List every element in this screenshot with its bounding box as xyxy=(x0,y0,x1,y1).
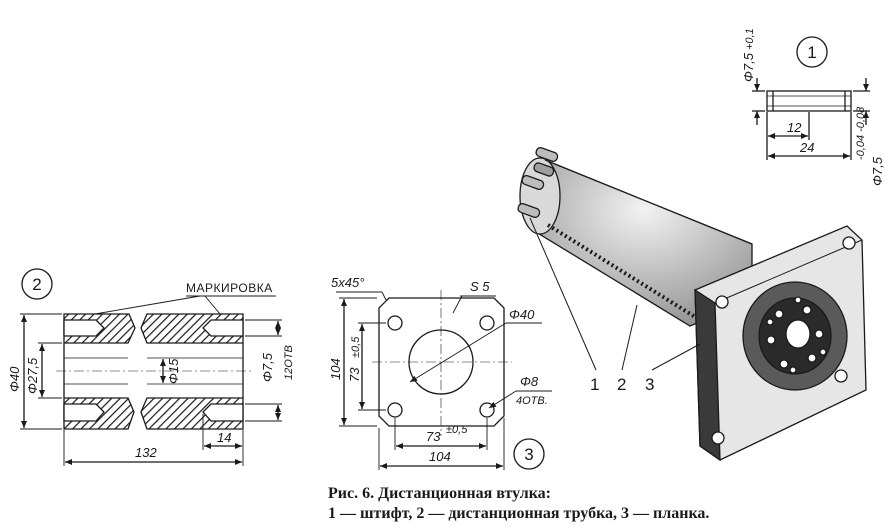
plate-corner-hole-bl xyxy=(387,402,403,418)
pin-diameter-top-label: Φ7,5 xyxy=(741,52,756,82)
part-1-pin-view: 1 xyxy=(752,36,870,160)
plate-side-horizontal-label: 104 xyxy=(429,449,451,464)
caption-line-1: Рис. 6. Дистанционная втулка: xyxy=(328,485,551,502)
pin-body xyxy=(766,90,852,112)
tube-diameter-27-label: Φ27,5 xyxy=(25,357,40,394)
pin-length-short-label: 12 xyxy=(787,120,802,135)
hole-depth-14-label: 14 xyxy=(217,430,231,445)
plate-pitch-vertical-tolerance: ±0,5 xyxy=(350,336,362,358)
plate-pitch-vertical-label: 73 xyxy=(347,367,362,382)
plate-side-vertical-label: 104 xyxy=(328,358,343,380)
plate-thickness-label: S 5 xyxy=(470,279,490,294)
hole-diameter-7-5-label: Φ7,5 xyxy=(260,352,275,382)
part-3-plate-view xyxy=(336,290,552,470)
plate-corner-hole-br xyxy=(479,402,495,418)
pin-diameter-right-tolerance: -0,04 -0,08 xyxy=(855,106,867,160)
caption-line-2: 1 — штифт, 2 — дистанционная трубка, 3 —… xyxy=(328,505,710,522)
pin-length-total-label: 24 xyxy=(799,140,814,155)
tube-diameter-15-label: Φ15 xyxy=(166,358,181,384)
part-3-number-circle xyxy=(513,438,545,470)
marking-label: МАРКИРОВКА xyxy=(186,281,273,295)
pin-diameter-top-tolerance: +0,1 xyxy=(744,28,756,50)
plate-outline xyxy=(378,297,505,427)
plate-center-hole-label: Φ40 xyxy=(509,307,535,322)
part-2-number-circle xyxy=(21,268,53,300)
plate-pitch-horizontal-label: 73 xyxy=(426,429,441,444)
part-1-number: 1 xyxy=(807,43,816,62)
figure-caption: Рис. 6. Дистанционная втулка: 1 — штифт,… xyxy=(328,484,868,524)
plate-corner-hole-label: Φ8 xyxy=(520,374,539,389)
holes-count-12-label: 12ОТВ xyxy=(283,345,295,380)
tube-length-132-label: 132 xyxy=(135,445,157,460)
assembly-label-1: 1 xyxy=(590,375,599,394)
part-2-tube-section xyxy=(20,268,282,466)
assembly-label-2: 2 xyxy=(617,375,626,394)
plate-holes-count-label: 4ОТВ. xyxy=(516,395,548,407)
pin-diameter-right-label: Φ7,5 xyxy=(870,156,885,186)
assembly-label-3: 3 xyxy=(645,375,654,394)
assembly-isometric-view xyxy=(517,146,867,462)
plate-chamfer-label: 5x45° xyxy=(331,275,364,290)
plate-corner-hole-tr xyxy=(479,315,495,331)
tube-diameter-40-label: Φ40 xyxy=(7,366,22,392)
plate-pitch-horizontal-tolerance: ±0,5 xyxy=(446,424,468,436)
part-3-number: 3 xyxy=(524,445,533,464)
part-1-number-circle xyxy=(796,36,828,68)
part-2-number: 2 xyxy=(32,275,41,294)
plate-corner-hole-tl xyxy=(387,315,403,331)
